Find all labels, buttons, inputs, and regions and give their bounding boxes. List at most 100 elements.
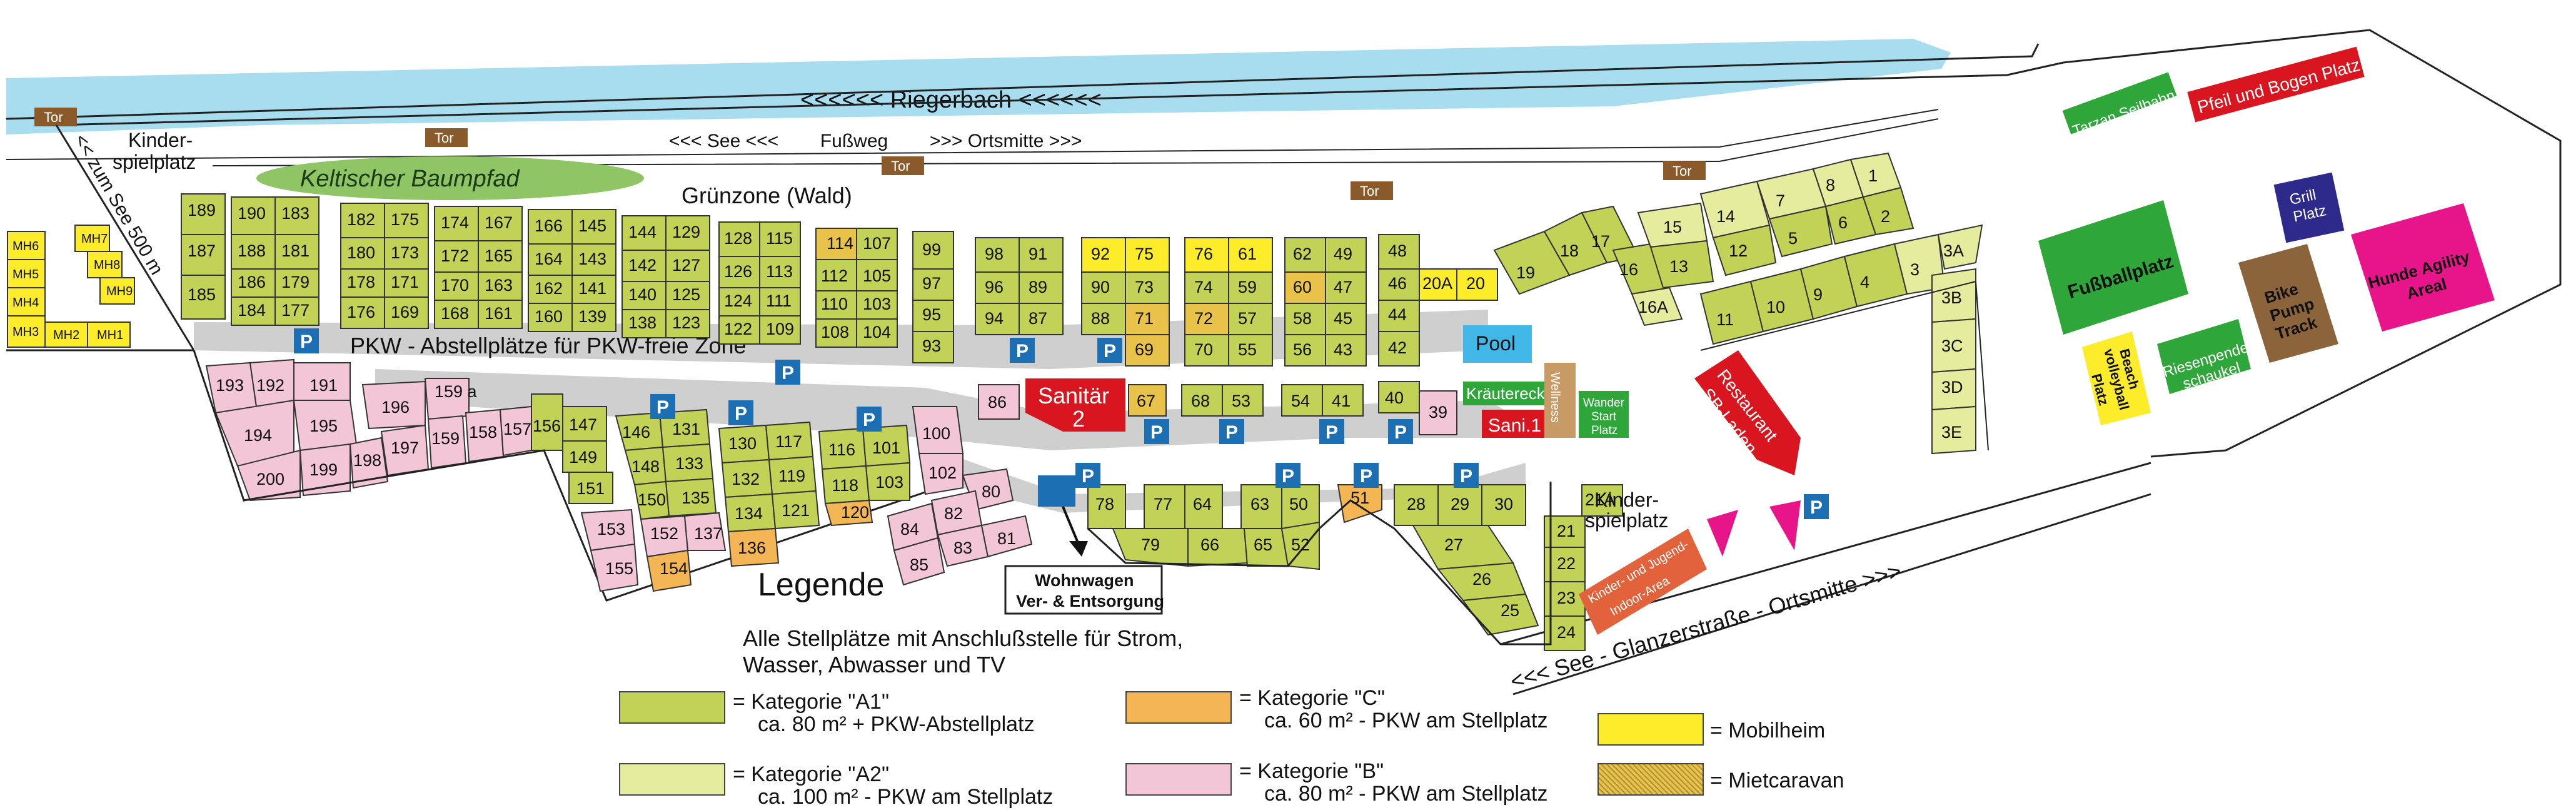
site-boundary bbox=[56, 61, 2064, 126]
svg-text:P: P bbox=[1810, 497, 1823, 518]
svg-text:114: 114 bbox=[827, 234, 853, 253]
celtic-path bbox=[256, 156, 644, 200]
svg-text:86: 86 bbox=[988, 393, 1007, 412]
svg-text:182: 182 bbox=[347, 210, 375, 229]
svg-text:MH3: MH3 bbox=[13, 325, 39, 339]
flag-marker bbox=[1769, 500, 1801, 550]
svg-text:158: 158 bbox=[469, 423, 497, 442]
svg-text:12: 12 bbox=[1729, 241, 1748, 260]
svg-text:149: 149 bbox=[569, 448, 597, 467]
svg-text:96: 96 bbox=[985, 278, 1004, 296]
svg-text:24: 24 bbox=[1557, 623, 1576, 642]
svg-text:163: 163 bbox=[485, 276, 513, 295]
svg-text:16: 16 bbox=[1619, 260, 1638, 279]
green-zone-label: Grünzone (Wald) bbox=[682, 183, 852, 208]
svg-text:30: 30 bbox=[1494, 495, 1513, 514]
svg-text:MH8: MH8 bbox=[94, 258, 120, 272]
svg-text:83: 83 bbox=[953, 539, 972, 557]
svg-text:84: 84 bbox=[900, 520, 919, 539]
svg-text:153: 153 bbox=[597, 520, 625, 539]
svg-text:191: 191 bbox=[309, 376, 338, 395]
svg-text:17: 17 bbox=[1591, 232, 1610, 251]
svg-text:100: 100 bbox=[922, 424, 950, 443]
svg-text:25: 25 bbox=[1501, 601, 1519, 620]
svg-text:3E: 3E bbox=[1941, 423, 1962, 442]
svg-text:45: 45 bbox=[1334, 309, 1352, 328]
svg-text:53: 53 bbox=[1232, 392, 1250, 410]
svg-text:159 a: 159 a bbox=[435, 382, 478, 401]
svg-text:123: 123 bbox=[672, 313, 700, 332]
wellness-label: Wellness bbox=[1548, 372, 1562, 423]
svg-text:P: P bbox=[1282, 466, 1294, 487]
svg-text:MH2: MH2 bbox=[53, 328, 79, 342]
svg-text:132: 132 bbox=[732, 470, 760, 489]
svg-text:156: 156 bbox=[533, 417, 561, 435]
svg-text:143: 143 bbox=[578, 250, 606, 268]
svg-text:167: 167 bbox=[485, 213, 513, 232]
svg-text:42: 42 bbox=[1388, 338, 1407, 357]
svg-text:88: 88 bbox=[1091, 309, 1110, 328]
svg-text:178: 178 bbox=[347, 273, 375, 291]
svg-text:92: 92 bbox=[1091, 245, 1110, 263]
svg-text:129: 129 bbox=[672, 223, 700, 241]
svg-text:P: P bbox=[1225, 422, 1238, 443]
svg-text:70: 70 bbox=[1194, 340, 1213, 359]
plot-angle-right bbox=[1493, 152, 1983, 455]
svg-text:177: 177 bbox=[281, 301, 309, 320]
sani-1-label: Sani.1 bbox=[1488, 415, 1541, 436]
svg-text:117: 117 bbox=[775, 432, 802, 451]
svg-text:55: 55 bbox=[1238, 340, 1257, 359]
tarzan-zipline bbox=[2062, 72, 2177, 134]
svg-text:141: 141 bbox=[578, 279, 606, 298]
svg-text:11: 11 bbox=[1716, 310, 1734, 329]
svg-text:181: 181 bbox=[281, 241, 309, 260]
svg-text:188: 188 bbox=[238, 241, 266, 260]
svg-text:2: 2 bbox=[1881, 207, 1890, 226]
pool-label: Pool bbox=[1476, 332, 1516, 355]
svg-text:7: 7 bbox=[1776, 191, 1785, 210]
plot-block-2 bbox=[340, 203, 523, 329]
sanitaer-2-label: Sanitär bbox=[1038, 383, 1109, 408]
svg-text:54: 54 bbox=[1291, 392, 1310, 410]
svg-text:79: 79 bbox=[1141, 535, 1160, 554]
herb-corner-label: Kräutereck bbox=[1466, 384, 1546, 403]
svg-text:81: 81 bbox=[997, 529, 1016, 548]
mobilheim-labels: MH6 MH5 MH4 MH3 MH2 MH1 MH7 MH8 MH9 bbox=[13, 232, 133, 342]
svg-text:118: 118 bbox=[832, 476, 858, 495]
svg-text:146: 146 bbox=[622, 423, 650, 442]
svg-text:133: 133 bbox=[675, 454, 703, 473]
svg-text:187: 187 bbox=[188, 241, 216, 260]
svg-text:196: 196 bbox=[381, 398, 410, 417]
svg-text:168: 168 bbox=[441, 304, 469, 323]
mietcaravan-114 bbox=[815, 228, 857, 260]
mobilheim-cluster bbox=[7, 225, 135, 348]
svg-text:MH1: MH1 bbox=[97, 328, 123, 342]
right-boundary bbox=[2063, 29, 2562, 458]
svg-text:105: 105 bbox=[863, 266, 891, 285]
plot-south-b bbox=[205, 358, 532, 502]
svg-text:145: 145 bbox=[578, 216, 606, 235]
svg-text:67: 67 bbox=[1137, 392, 1155, 410]
svg-text:85: 85 bbox=[910, 555, 928, 574]
svg-text:15: 15 bbox=[1663, 218, 1682, 236]
plot-south-row bbox=[1087, 484, 1623, 651]
wohnwagen-disposal bbox=[1038, 475, 1075, 507]
svg-text:71: 71 bbox=[1135, 309, 1154, 328]
svg-text:P: P bbox=[300, 332, 313, 352]
svg-text:P: P bbox=[1104, 341, 1116, 362]
gate-label: Tor bbox=[435, 130, 454, 146]
svg-text:19: 19 bbox=[1516, 263, 1535, 282]
svg-text:157: 157 bbox=[503, 420, 531, 438]
giant-swing bbox=[2157, 319, 2251, 394]
svg-text:13: 13 bbox=[1669, 257, 1688, 276]
svg-text:109: 109 bbox=[766, 320, 794, 338]
svg-text:80: 80 bbox=[982, 482, 1000, 501]
road-lower-edge bbox=[1512, 493, 2151, 696]
svg-text:66: 66 bbox=[1200, 535, 1219, 554]
svg-text:195: 195 bbox=[309, 417, 338, 435]
plot-column-99 bbox=[912, 231, 954, 363]
svg-text:4: 4 bbox=[1860, 273, 1869, 291]
